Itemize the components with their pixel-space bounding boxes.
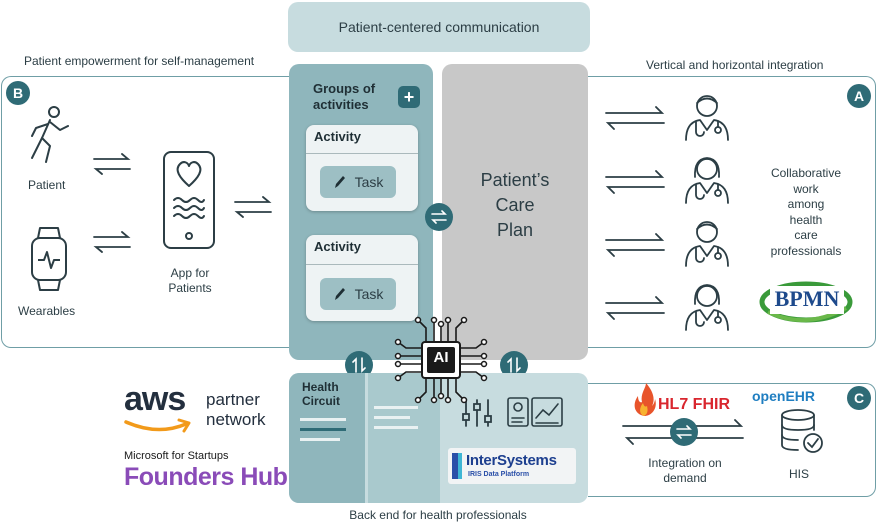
- exchange-arrows-icon: [93, 153, 131, 175]
- right-section-label: Vertical and horizontal integration: [646, 58, 824, 72]
- list-line: [374, 406, 418, 409]
- collab-line: work: [793, 181, 819, 196]
- care-plan-line3: Plan: [496, 220, 534, 240]
- ai-label: AI: [433, 349, 449, 366]
- top-banner-label: Patient-centered communication: [338, 19, 540, 35]
- aws-partner-line2: network: [206, 410, 266, 429]
- collaborative-work-label: Collaborative work among health care pro…: [756, 166, 856, 259]
- his-label: HIS: [789, 467, 810, 481]
- plus-icon: +: [403, 86, 415, 107]
- exchange-arrows-icon: [605, 170, 665, 194]
- task-button[interactable]: Task: [320, 166, 396, 198]
- sliders-icon: [462, 399, 492, 427]
- badge-b: B: [6, 81, 30, 105]
- microsoft-for-startups: Microsoft for Startups: [124, 450, 229, 462]
- activity-divider: [306, 153, 418, 154]
- collab-line: professionals: [770, 243, 842, 258]
- top-banner: Patient-centered communication: [288, 2, 590, 52]
- doctor-male-icon: [685, 95, 729, 141]
- dashboard-icon: [507, 397, 563, 427]
- integration-arrows-icon: [622, 419, 744, 445]
- collab-line: Collaborative: [770, 166, 842, 180]
- sync-button[interactable]: [425, 203, 453, 231]
- integration-sync-button[interactable]: [670, 418, 698, 446]
- aws-smile-icon: [124, 418, 191, 433]
- bpmn-logo-box: [770, 286, 844, 314]
- smartwatch-icon: [31, 227, 67, 291]
- sync-arrows-icon: [431, 210, 447, 224]
- phone-app-icon: [163, 151, 215, 249]
- doctor-male-icon: [685, 221, 729, 267]
- pencil-icon: [334, 288, 345, 300]
- aws-partner-line1: partner: [206, 390, 260, 409]
- left-section-label: Patient empowerment for self-management: [24, 54, 255, 68]
- intersystems-mark: [458, 453, 462, 479]
- collab-line: among: [787, 197, 825, 211]
- ai-chip-icon: [394, 316, 488, 404]
- groups-title-line2: activities: [313, 97, 369, 112]
- hl7-fhir-logo: HL7 FHIR: [658, 396, 730, 413]
- exchange-arrows-icon: [93, 231, 131, 253]
- aws-logo: aws: [124, 380, 186, 418]
- fhir-flame-icon: [634, 383, 656, 416]
- exchange-arrows-icon: [605, 296, 665, 320]
- activity-title: Activity: [314, 239, 361, 254]
- exchange-arrows-icon: [234, 196, 272, 218]
- integration-line2: demand: [663, 471, 707, 485]
- founders-hub-logo: Founders Hub: [124, 463, 288, 491]
- exchange-arrows-icon: [605, 106, 665, 130]
- intersystems-name: InterSystems: [466, 452, 557, 469]
- groups-title: Groups of activities: [313, 81, 375, 113]
- health-circuit-title: Health Circuit: [302, 380, 340, 408]
- intersystems-subtitle: IRIS Data Platform: [468, 471, 530, 478]
- exchange-arrows-icon: [605, 233, 665, 257]
- sync-arrows-icon: [676, 425, 692, 439]
- care-plan-title: Patient’s Care Plan: [442, 168, 588, 243]
- sync-vertical-icon: [507, 357, 521, 373]
- integration-line1: Integration on: [648, 456, 722, 470]
- task-label: Task: [354, 174, 384, 190]
- care-plan-panel: [442, 64, 588, 360]
- aws-partner-network: partner network: [206, 390, 266, 430]
- task-label: Task: [354, 286, 384, 302]
- list-line: [300, 418, 346, 421]
- app-label-line1: App for: [170, 266, 210, 280]
- list-line: [300, 428, 346, 431]
- wearables-label: Wearables: [18, 304, 76, 318]
- activity-divider: [306, 264, 418, 265]
- doctor-female-icon: [685, 157, 729, 204]
- doctor-female-icon: [685, 284, 729, 331]
- intersystems-logo: InterSystems IRIS Data Platform: [448, 448, 576, 484]
- task-button[interactable]: Task: [320, 278, 396, 310]
- care-plan-line1: Patient’s: [480, 170, 550, 190]
- sync-vertical-icon: [352, 357, 366, 373]
- database-check-icon: [781, 409, 823, 453]
- pencil-icon: [334, 176, 345, 188]
- activity-title: Activity: [314, 129, 361, 144]
- list-line: [374, 426, 418, 429]
- badge-c: C: [847, 386, 871, 410]
- badge-a: A: [847, 84, 871, 108]
- patient-label: Patient: [28, 178, 66, 192]
- app-label: App for Patients: [152, 266, 228, 296]
- add-group-button[interactable]: +: [398, 86, 420, 108]
- integration-on-demand-label: Integration on demand: [630, 456, 740, 486]
- bottom-section-label: Back end for health professionals: [349, 508, 527, 522]
- groups-title-line1: Groups of: [313, 81, 376, 96]
- app-label-line2: Patients: [168, 281, 212, 295]
- collab-line: health: [789, 212, 823, 227]
- bpmn-logo: BPMN: [774, 286, 840, 311]
- list-line: [300, 438, 340, 441]
- runner-icon: [31, 106, 69, 163]
- list-column: [368, 373, 440, 503]
- list-line: [374, 416, 410, 419]
- care-plan-line2: Care: [495, 195, 535, 215]
- health-circuit-line2: Circuit: [302, 394, 341, 408]
- collab-line: care: [794, 228, 818, 242]
- health-circuit-line1: Health: [302, 380, 339, 394]
- intersystems-mark: [452, 453, 458, 479]
- openehr-logo: openEHR: [752, 388, 815, 404]
